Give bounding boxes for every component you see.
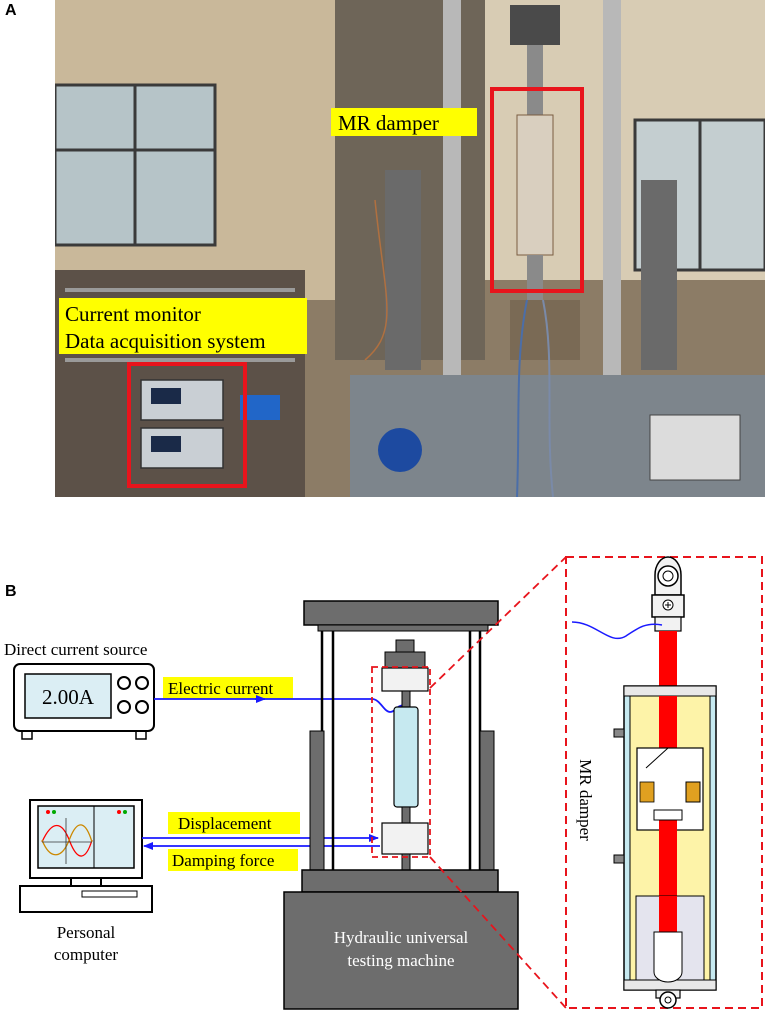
zoom-line-bottom [429, 856, 567, 1009]
machine-base [283, 891, 519, 1010]
machine-plate [649, 414, 741, 481]
bolt-icon [613, 854, 625, 864]
machine-label-line1: Hydraulic universal [334, 928, 469, 947]
machine-cylinder-right [479, 730, 495, 872]
damper-wire [571, 621, 663, 640]
damping-force-label-bg [168, 849, 298, 871]
lab-photo: MR damper Current monitor Data acquisiti… [55, 0, 765, 497]
computer-base [19, 885, 153, 913]
dc-source: 2.00A [13, 663, 155, 740]
mr-damper-photo [516, 114, 554, 256]
knob-icon [117, 700, 131, 714]
machine-cylinder-right [641, 180, 677, 370]
displacement-label: Displacement [178, 814, 272, 833]
status-badge-icon [378, 428, 422, 472]
machine-column-2 [603, 0, 621, 380]
data-acquisition-label: Data acquisition system [65, 329, 266, 353]
mr-damper-label: MR damper [338, 111, 439, 135]
testing-machine [283, 600, 519, 1010]
machine-cylinder-left [309, 730, 325, 872]
panel-a-letter: A [5, 2, 17, 19]
coil-right [685, 781, 701, 803]
machine-top-beam [303, 600, 499, 626]
displacement-label-bg [168, 812, 300, 834]
mr-damper-highlight-box [490, 87, 584, 293]
top-grip [510, 5, 560, 45]
mr-damper-label-bg [331, 108, 477, 136]
dc-source-label: Direct current source [4, 640, 147, 659]
current-monitor-label: Current monitor [65, 302, 201, 326]
machine-crosshead [301, 869, 499, 893]
panel-b-letter: B [5, 583, 17, 600]
zoom-line-top [429, 556, 567, 689]
zoom-source-box [371, 666, 431, 858]
coil-left [639, 781, 655, 803]
zoom-detail-box [565, 556, 763, 1009]
setup-diagram: Direct current source 2.00A Electric cur… [4, 556, 763, 1010]
mr-damper-detail [571, 556, 717, 1009]
knob-icon [135, 676, 149, 690]
instruments-highlight-box [127, 362, 247, 488]
machine-column-1 [443, 0, 461, 380]
machine-label-line2: testing machine [347, 951, 454, 970]
dc-source-display [24, 673, 112, 719]
piston-rod-upper [659, 631, 677, 686]
personal-computer [19, 799, 153, 913]
electric-current-wire [154, 698, 406, 713]
waveform-orange [41, 824, 93, 856]
electric-current-label-bg [163, 677, 293, 699]
damper-specimen [393, 706, 419, 808]
computer-label-line1: Personal [57, 923, 116, 942]
damping-force-label: Damping force [172, 851, 274, 870]
machine-cylinder-left [385, 170, 421, 370]
computer-screen [37, 805, 135, 869]
upper-grip [381, 667, 429, 692]
computer-label-line2: computer [54, 945, 119, 964]
electric-current-label: Electric current [168, 679, 274, 698]
dc-source-reading: 2.00A [42, 685, 95, 709]
lower-grip [381, 822, 429, 855]
instrument-label-bg [59, 298, 307, 354]
knob-icon [117, 676, 131, 690]
mr-damper-detail-label: MR damper [576, 759, 595, 841]
knob-icon [135, 700, 149, 714]
bolt-icon [613, 728, 625, 738]
